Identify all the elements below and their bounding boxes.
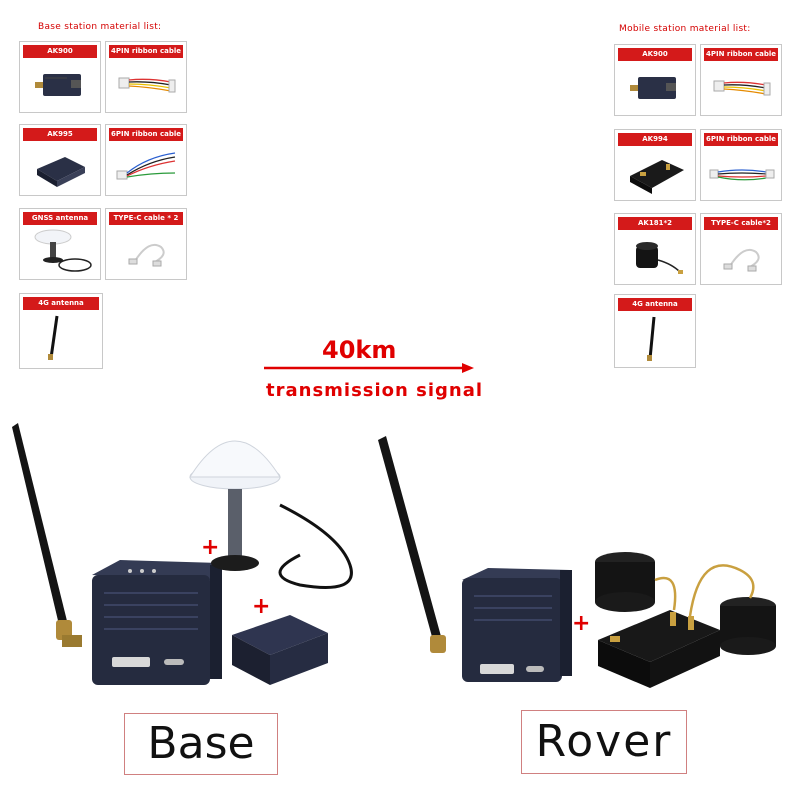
base-item-ak995-label: AK995 <box>23 128 97 141</box>
base-list-title: Base station material list: <box>38 22 162 32</box>
mobile-list-title: Mobile station material list: <box>619 24 751 34</box>
typec-cable-icon <box>128 243 165 267</box>
base-item-typec-cable: TYPE-C cable * 2 <box>105 208 187 280</box>
base-ak995-box-icon <box>232 615 328 685</box>
base-plus-sign-2: + <box>252 594 271 619</box>
mobile-item-ak994: AK994 <box>614 129 696 201</box>
mobile-item-typec-cable-label: TYPE-C cable*2 <box>704 217 778 230</box>
base-item-6pin-cable-label: 6PIN ribbon cable <box>109 128 183 141</box>
ribbon-cable-icon <box>118 77 176 93</box>
mobile-item-typec-cable: TYPE-C cable*2 <box>700 213 782 285</box>
ak181-antenna-icon <box>636 242 683 274</box>
transmission-arrow <box>264 363 474 373</box>
base-item-ak900-label: AK900 <box>23 45 97 58</box>
ak900-module-icon <box>630 77 676 99</box>
base-item-6pin-cable: 6PIN ribbon cable <box>105 124 187 196</box>
base-caption: Base <box>124 713 278 775</box>
gnss-antenna-icon <box>34 229 92 272</box>
ribbon-cable-icon <box>713 80 771 96</box>
distance-label: 40km <box>322 336 397 364</box>
ak900-module-icon <box>35 74 81 96</box>
rover-ak900-box-icon <box>462 568 572 682</box>
ak994-module-icon <box>630 160 684 194</box>
rover-ak994-box-icon <box>598 610 720 688</box>
mobile-item-ak994-label: AK994 <box>618 133 692 146</box>
base-item-4g-antenna-label: 4G antenna <box>23 297 99 310</box>
ribbon-cable-icon <box>116 152 176 180</box>
ak995-module-icon <box>37 157 85 187</box>
base-item-gnss-antenna: GNSS antenna <box>19 208 101 280</box>
rover-assembly <box>378 436 776 688</box>
base-item-gnss-antenna-label: GNSS antenna <box>23 212 97 225</box>
rover-plus-sign: + <box>572 611 591 636</box>
base-assembly <box>12 423 353 685</box>
base-4g-antenna-icon <box>12 423 82 647</box>
base-item-4pin-cable-label: 4PIN ribbon cable <box>109 45 183 58</box>
base-item-typec-cable-label: TYPE-C cable * 2 <box>109 212 183 225</box>
mobile-item-ak181-label: AK181*2 <box>618 217 692 230</box>
base-plus-sign-1: + <box>201 535 220 560</box>
mobile-item-ak900-label: AK900 <box>618 48 692 61</box>
base-ak900-box-icon <box>92 560 222 685</box>
base-item-ak900: AK900 <box>19 41 101 113</box>
base-gnss-antenna-icon <box>189 440 353 589</box>
mobile-item-4g-antenna-label: 4G antenna <box>618 298 692 311</box>
ribbon-cable-icon <box>709 169 775 181</box>
base-item-4g-antenna: 4G antenna <box>19 293 103 369</box>
mobile-item-ak900: AK900 <box>614 44 696 116</box>
mobile-item-ak181: AK181*2 <box>614 213 696 285</box>
base-item-ak995: AK995 <box>19 124 101 196</box>
mobile-item-4g-antenna: 4G antenna <box>614 294 696 368</box>
base-item-4pin-cable: 4PIN ribbon cable <box>105 41 187 113</box>
transmission-label: transmission signal <box>266 380 484 401</box>
4g-antenna-icon <box>647 316 656 361</box>
mobile-item-4pin-cable: 4PIN ribbon cable <box>700 44 782 116</box>
mobile-item-6pin-cable: 6PIN ribbon cable <box>700 129 782 201</box>
rover-caption: Rover <box>521 710 687 774</box>
4g-antenna-icon <box>48 315 59 360</box>
mobile-item-6pin-cable-label: 6PIN ribbon cable <box>704 133 778 146</box>
mobile-item-4pin-cable-label: 4PIN ribbon cable <box>704 48 778 61</box>
rover-4g-antenna-icon <box>378 436 446 653</box>
typec-cable-icon <box>723 248 760 272</box>
rover-ak181-antenna-icon <box>595 552 776 655</box>
